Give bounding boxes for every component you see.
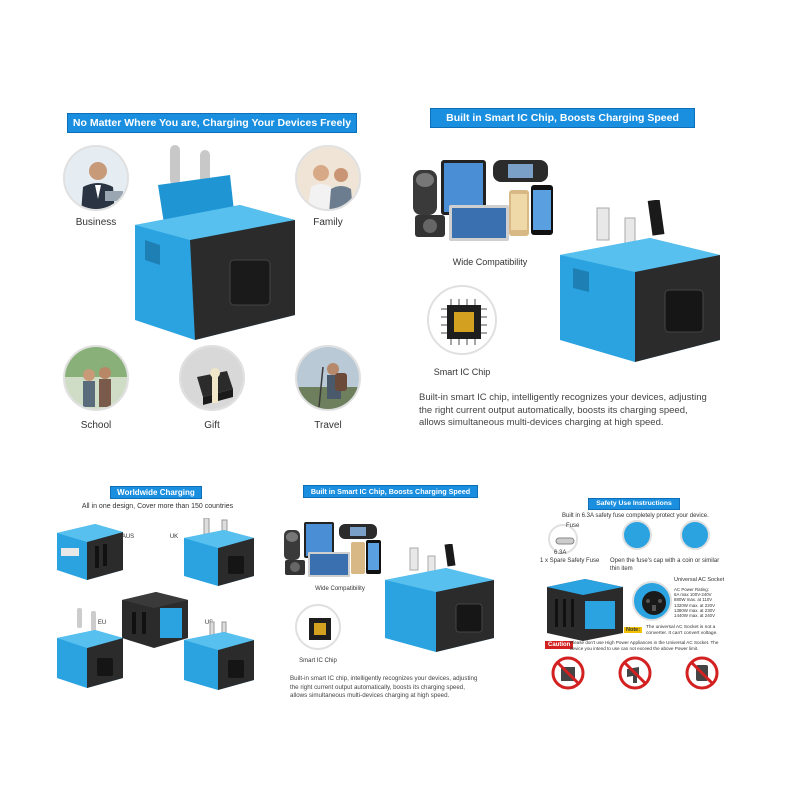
no-kettle-icon: [551, 656, 585, 690]
power-rating-line: 880W max. at 110V: [674, 597, 713, 603]
desc-line-2: the right current output automatically, …: [419, 404, 688, 416]
open-fuse-image-2: [680, 520, 710, 550]
power-rating-line: 1320W max. at 220V: [674, 602, 716, 608]
usage-banner: No Matter Where You are, Charging Your D…: [67, 113, 357, 133]
note-text: The universal AC Socket is not a convert…: [646, 625, 718, 636]
travel-label: Travel: [314, 420, 342, 431]
caution-text: Please don't use High Power Appliances i…: [570, 640, 719, 651]
fuse-note: Built in 6.3A safety fuse completely pro…: [562, 513, 709, 519]
devices-small-image: [284, 522, 381, 577]
gift-label: Gift: [204, 420, 220, 431]
smart-chip-small-description: Built-in smart IC chip, intelligently re…: [290, 675, 510, 701]
worldwide-banner: Worldwide Charging: [110, 486, 202, 499]
socket-title: Universal AC Socket: [674, 577, 725, 583]
panel-smart-chip: Built in Smart IC Chip, Boosts Charging …: [405, 105, 745, 440]
business-label: Business: [75, 217, 117, 228]
power-rating-list: AC Power Rating: 6A max 100V-240V 880W m…: [674, 587, 730, 618]
caution-label: Caution: [545, 641, 574, 649]
gift-photo: [179, 345, 245, 411]
adapter-center-image: [122, 592, 188, 648]
open-cap-label: Open the fuse's cap with a coin or simil…: [610, 558, 720, 572]
adapter-uk-small-image: [184, 518, 254, 586]
note-label: Note:: [624, 627, 643, 633]
eu-icon-label: EU: [97, 620, 107, 626]
spare-fuse-label: 1 x Spare Safety Fuse: [540, 558, 600, 564]
desc-small-line-1: Built-in smart IC chip, intelligently re…: [290, 675, 478, 682]
uk-label: UK: [169, 534, 179, 540]
business-photo: [63, 145, 129, 211]
panel-smart-chip-small: Built in Smart IC Chip, Boosts Charging …: [270, 482, 510, 707]
family-photo: [295, 145, 361, 211]
power-rating-line: 1440W max. at 240V: [674, 613, 716, 619]
school-photo: [63, 345, 129, 411]
smart-chip-banner: Built in Smart IC Chip, Boosts Charging …: [430, 108, 695, 128]
smart-chip-description: Built-in smart IC chip, intelligently re…: [419, 392, 739, 430]
power-rating-line: AC Power Rating:: [674, 587, 709, 592]
desc-line-1: Built-in smart IC chip, intelligently re…: [419, 392, 707, 403]
smart-chip-small-label: Smart IC Chip: [299, 658, 337, 664]
power-rating-line: 6A max 100V-240V: [674, 592, 712, 598]
worldwide-subtitle: All in one design, Cover more than 150 c…: [81, 503, 234, 510]
prohibition-icons: [550, 655, 728, 695]
aus-label: AUS: [121, 534, 135, 540]
us-icon-label: US: [204, 620, 214, 626]
fuse-rating: 6.3A: [554, 550, 567, 556]
smart-chip-small-banner: Built in Smart IC Chip, Boosts Charging …: [303, 485, 478, 498]
desc-small-line-3: allows simultaneous multi-devices chargi…: [290, 692, 450, 699]
devices-image: [413, 160, 553, 241]
panel-worldwide: Worldwide Charging All in one design, Co…: [50, 480, 265, 710]
adapter-aus-image: [57, 524, 123, 580]
adapter-us-image: [184, 621, 254, 690]
fuse-label: Fuse: [566, 523, 580, 529]
panel-safety: Safety Use Instructions Built in 6.3A sa…: [540, 495, 730, 700]
no-hairdryer-icon: [618, 656, 652, 690]
no-iron-icon: [685, 656, 719, 690]
school-label: School: [80, 420, 112, 431]
desc-small-line-2: the right current output automatically, …: [290, 683, 465, 691]
open-fuse-image-1: [622, 520, 652, 550]
adapter-uk-image: [560, 200, 720, 362]
smart-chip-small-image: [295, 604, 341, 650]
adapter-eu-small-image: [57, 608, 123, 688]
adapter-safety-image: [547, 579, 623, 641]
smart-chip-label: Smart IC Chip: [433, 367, 491, 377]
power-rating-line: 1380W max. at 230V: [674, 607, 716, 613]
panel-usage-scenarios: No Matter Where You are, Charging Your D…: [55, 105, 375, 440]
family-label: Family: [313, 217, 343, 228]
ac-socket-image: [632, 581, 672, 621]
adapter-eu-image: [135, 145, 295, 340]
desc-line-3: allows simultaneous multi-devices chargi…: [419, 417, 664, 428]
adapter-uk-mid-image: [385, 544, 494, 652]
wide-compat-small-label: Wide Compatibility: [315, 586, 365, 592]
travel-photo: [295, 345, 361, 411]
smart-chip-image: [427, 285, 497, 355]
fuse-image: [548, 524, 578, 554]
safety-banner: Safety Use Instructions: [588, 498, 680, 510]
wide-compat-label: Wide Compatibility: [452, 257, 528, 267]
